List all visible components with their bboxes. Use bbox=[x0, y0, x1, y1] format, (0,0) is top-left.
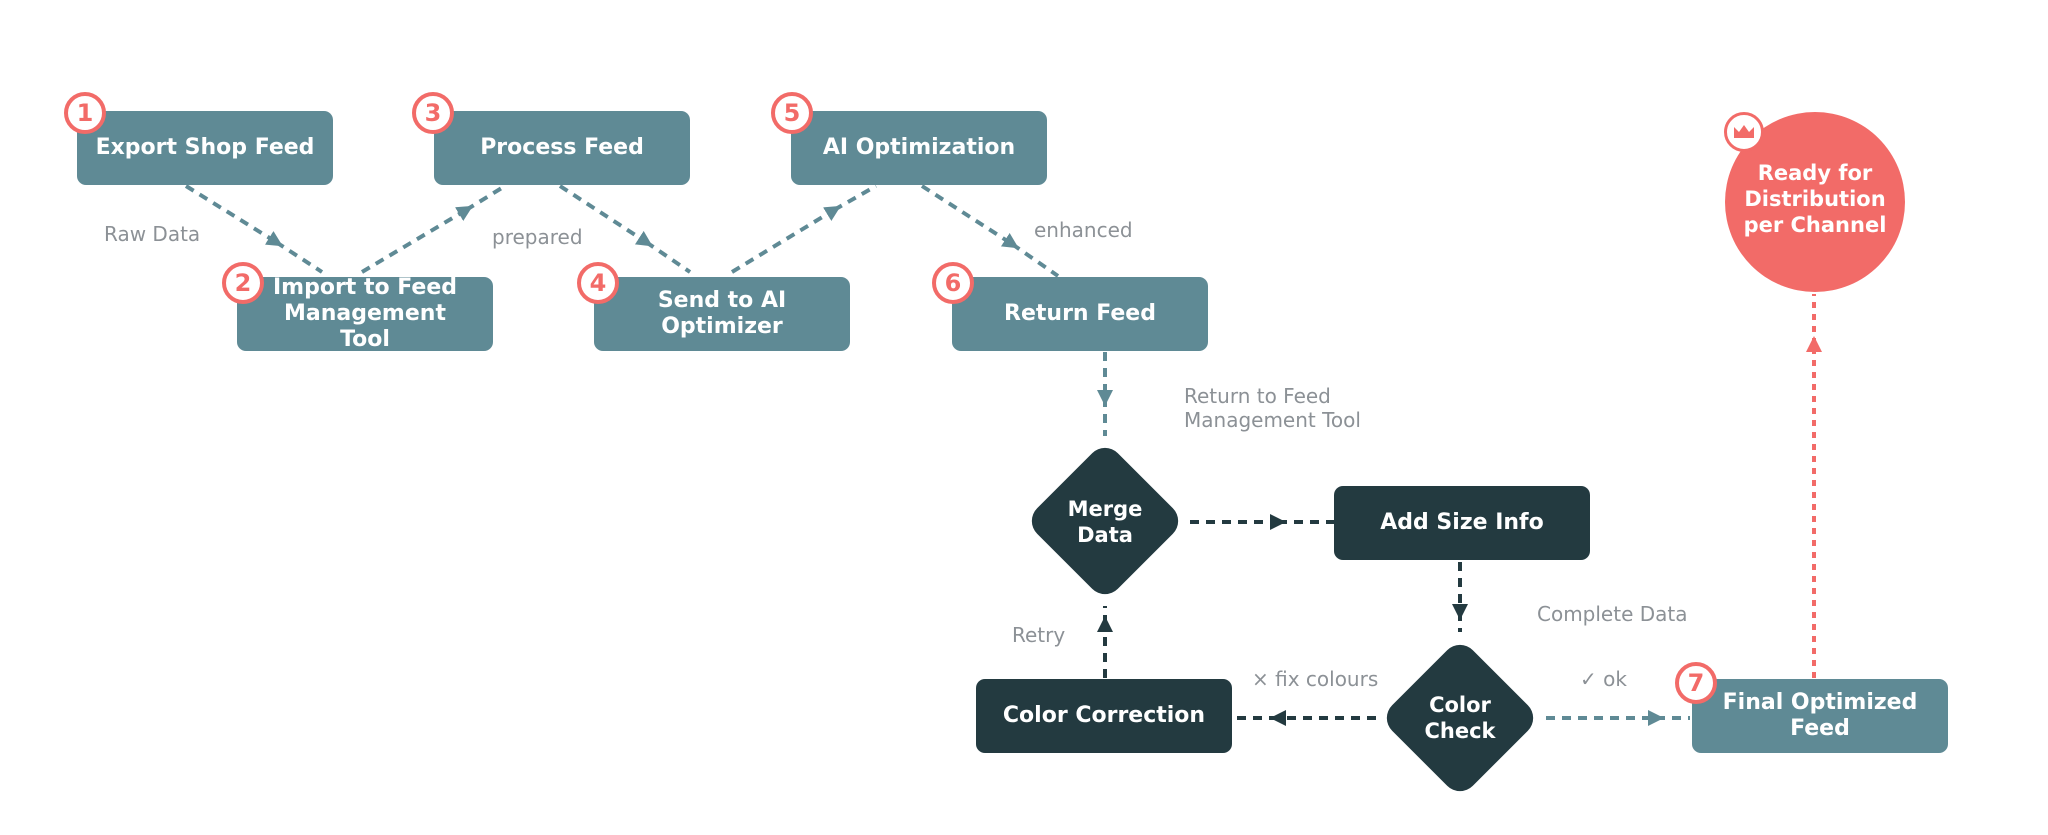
step-badge-2: 2 bbox=[222, 262, 264, 304]
edge-label-return-to-tool: Return to Feed Management Tool bbox=[1184, 384, 1361, 432]
edge-1-2a bbox=[184, 184, 283, 247]
color-check-label: Color Check bbox=[1424, 693, 1496, 743]
edge-4-5a bbox=[730, 205, 841, 274]
edge-label-fix-colours: × fix colours bbox=[1252, 667, 1379, 691]
step-import-to-feed-management-tool[interactable]: Import to Feed Management Tool bbox=[237, 275, 493, 352]
edge-2-3b bbox=[464, 184, 507, 212]
step-process-feed[interactable]: Process Feed bbox=[434, 111, 690, 185]
crown-icon bbox=[1724, 112, 1764, 152]
step-label: Return Feed bbox=[1004, 301, 1156, 326]
add-size-info-label: Add Size Info bbox=[1380, 510, 1544, 535]
edge-label-complete-data: Complete Data bbox=[1537, 602, 1688, 626]
edge-3-4b bbox=[644, 240, 692, 274]
step-badge-1: 1 bbox=[64, 92, 106, 134]
step-label: Process Feed bbox=[480, 135, 644, 160]
edge-label-prepared: prepared bbox=[492, 225, 583, 249]
edge-5-6a bbox=[920, 184, 1019, 249]
merge-data-label: Merge Data bbox=[1067, 497, 1143, 547]
step-export-shop-feed[interactable]: Export Shop Feed bbox=[77, 111, 333, 185]
step-label: Import to Feed Management Tool bbox=[272, 275, 457, 352]
edge-label-retry: Retry bbox=[1012, 623, 1066, 647]
step-badge-4: 4 bbox=[577, 262, 619, 304]
edge-3-4a bbox=[558, 184, 653, 247]
color-check-diamond bbox=[1386, 644, 1534, 792]
step-badge-7: 7 bbox=[1675, 662, 1717, 704]
edge-label-raw-data: Raw Data bbox=[104, 222, 201, 246]
step-badge-6: 6 bbox=[932, 262, 974, 304]
ready-label: Ready for Distribution per Channel bbox=[1743, 161, 1887, 237]
add-size-info-box[interactable]: Add Size Info bbox=[1334, 486, 1590, 560]
step-label: Export Shop Feed bbox=[95, 135, 315, 160]
edge-2-3a bbox=[360, 205, 473, 274]
step-badge-3: 3 bbox=[412, 92, 454, 134]
step-send-to-ai-optimizer[interactable]: Send to AI Optimizer bbox=[594, 277, 850, 351]
step-label: Final Optimized Feed bbox=[1722, 690, 1918, 741]
edge-4-5b bbox=[833, 184, 877, 212]
step-final-optimized-feed[interactable]: Final Optimized Feed bbox=[1692, 679, 1948, 753]
edge-1-2b bbox=[274, 240, 324, 274]
step-return-feed[interactable]: Return Feed bbox=[952, 277, 1208, 351]
merge-diamond bbox=[1031, 447, 1179, 595]
edge-label-enhanced: enhanced bbox=[1034, 218, 1133, 242]
color-correction-box[interactable]: Color Correction bbox=[976, 679, 1232, 753]
color-correction-label: Color Correction bbox=[1002, 703, 1206, 728]
step-ai-optimization[interactable]: AI Optimization bbox=[791, 111, 1047, 185]
step-label: AI Optimization bbox=[822, 135, 1016, 160]
step-badge-5: 5 bbox=[771, 92, 813, 134]
edge-5-6b bbox=[1010, 242, 1060, 278]
edge-label-ok: ✓ ok bbox=[1580, 667, 1627, 691]
step-label: Send to AI Optimizer bbox=[657, 288, 787, 339]
